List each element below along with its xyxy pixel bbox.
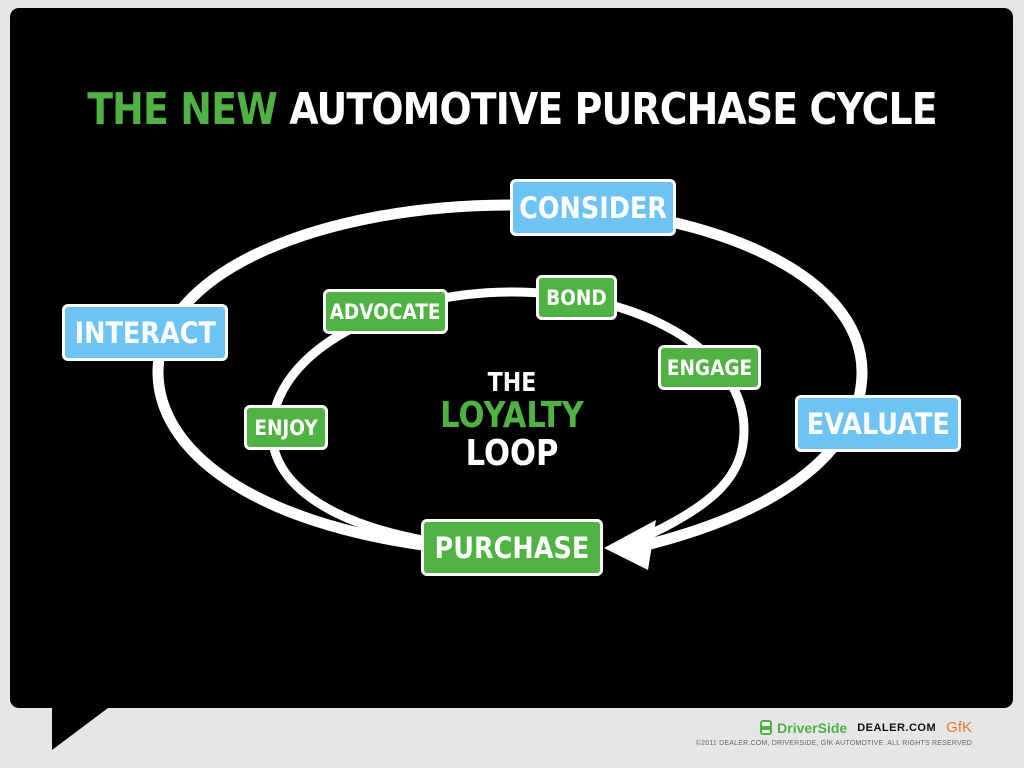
loop-bond: BOND — [536, 275, 617, 320]
inner-loop-ellipse — [267, 287, 749, 546]
stage-consider: CONSIDER — [510, 179, 676, 236]
footer-logos: DriverSide DEALER.COM GfK — [758, 719, 972, 736]
stage-interact: INTERACT — [62, 304, 228, 361]
page-title: THE NEW AUTOMOTIVE PURCHASE CYCLE — [72, 84, 953, 135]
loyalty-line-2: LOYALTY — [440, 395, 584, 436]
loop-advocate: ADVOCATE — [323, 289, 448, 334]
loop-enjoy: ENJOY — [244, 405, 328, 450]
car-icon — [760, 720, 773, 735]
loyalty-line-1: THE — [487, 368, 537, 398]
arrow-head-icon — [604, 520, 656, 570]
dealer-com-logo: DEALER.COM — [857, 721, 937, 734]
loop-engage: ENGAGE — [658, 345, 761, 390]
driverside-logo: DriverSide — [758, 719, 847, 736]
stage-evaluate: EVALUATE — [795, 395, 961, 452]
loyalty-line-3: LOOP — [465, 433, 559, 474]
gfk-logo: GfK — [946, 719, 972, 736]
title-rest: AUTOMOTIVE PURCHASE CYCLE — [289, 84, 937, 135]
copyright-text: ©2011 DEALER.COM, DRIVERSIDE, GfK AUTOMO… — [695, 740, 972, 747]
title-highlight: THE NEW — [87, 84, 278, 135]
stage-purchase: PURCHASE — [421, 519, 603, 576]
loyalty-loop-label: THE LOYALTY LOOP — [412, 370, 612, 472]
